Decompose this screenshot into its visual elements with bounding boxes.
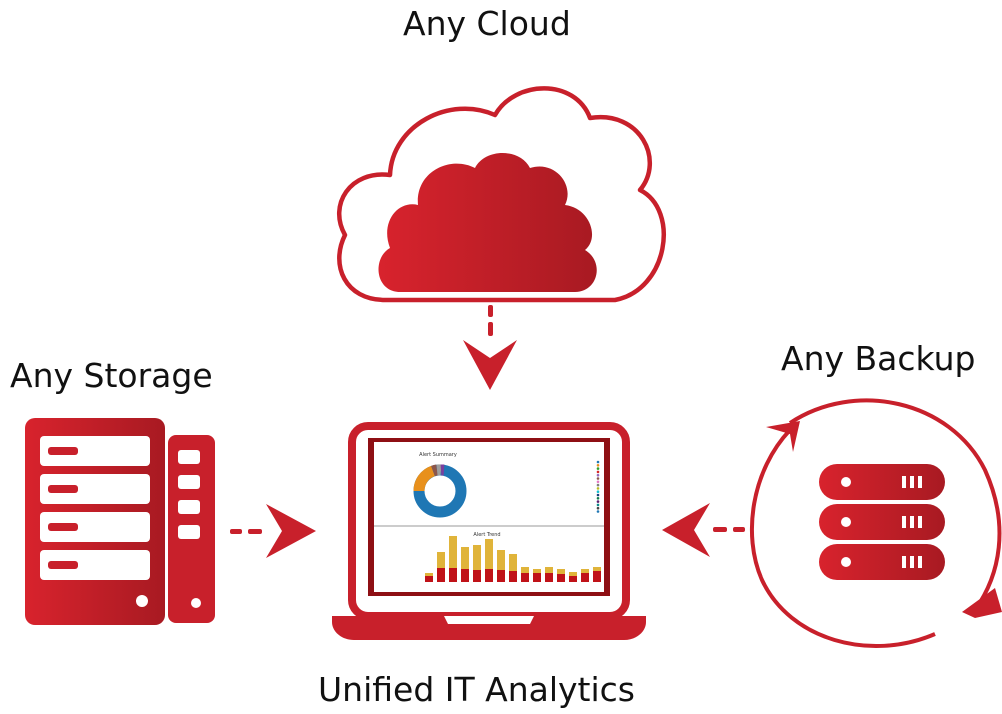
trend-bar-segment — [581, 569, 589, 573]
trend-bar-segment — [473, 570, 481, 582]
cloud-icon — [337, 86, 666, 303]
alert-trend-bars — [425, 536, 601, 582]
alert-summary-title: Alert Summary — [419, 452, 457, 458]
trend-bar-segment — [545, 573, 553, 582]
legend-dot — [596, 506, 600, 510]
trend-bar-segment — [425, 573, 433, 576]
trend-bar-segment — [581, 573, 589, 582]
cloud-arrow — [463, 305, 517, 390]
legend-dot — [596, 460, 600, 464]
legend-dot — [596, 470, 600, 474]
trend-bar-segment — [449, 568, 457, 582]
trend-bar-segment — [557, 569, 565, 574]
any-storage-label: Any Storage — [10, 356, 213, 395]
trend-bar-segment — [461, 547, 469, 569]
trend-bar-segment — [521, 567, 529, 573]
legend-dot — [596, 480, 600, 484]
trend-bar-segment — [593, 571, 601, 582]
trend-bar-segment — [533, 569, 541, 573]
trend-bar-segment — [557, 574, 565, 582]
storage-icon — [25, 418, 215, 625]
legend-dot — [596, 510, 600, 513]
legend-dot — [596, 493, 600, 497]
legend-dot — [596, 490, 600, 494]
trend-bar-segment — [497, 570, 505, 582]
legend-dot — [596, 477, 600, 480]
trend-bar-segment — [569, 572, 577, 576]
trend-bar-segment — [449, 536, 457, 568]
trend-bar-segment — [425, 576, 433, 582]
legend-dot — [596, 487, 600, 490]
legend-dot — [596, 503, 600, 507]
backup-server-icon — [819, 464, 945, 580]
legend-dot — [596, 473, 600, 477]
backup-arrowheads — [766, 421, 1002, 618]
legend-dot — [596, 497, 600, 500]
trend-bar-segment — [437, 552, 445, 568]
trend-bar-segment — [545, 567, 553, 573]
legend-dot — [596, 464, 600, 467]
backup-arrow — [662, 503, 745, 557]
trend-bar-segment — [509, 571, 517, 582]
unified-it-analytics-label: Unified IT Analytics — [318, 670, 635, 709]
trend-bar-segment — [473, 545, 481, 570]
storage-arrow — [230, 504, 316, 558]
trend-bar-segment — [485, 539, 493, 569]
laptop-icon — [332, 422, 646, 640]
trend-bar-segment — [485, 569, 493, 582]
trend-bar-segment — [497, 550, 505, 570]
trend-bar-segment — [437, 568, 445, 582]
legend-dot — [596, 500, 600, 503]
alert-summary-donut — [413, 464, 467, 518]
trend-bar-segment — [593, 567, 601, 571]
trend-bar-segment — [461, 569, 469, 582]
any-backup-label: Any Backup — [781, 339, 976, 378]
trend-bar-segment — [533, 573, 541, 582]
trend-bar-segment — [569, 576, 577, 582]
alert-trend-title: Alert Trend — [473, 532, 500, 538]
trend-bar-segment — [521, 573, 529, 582]
legend-dot — [596, 467, 600, 470]
alert-summary-legend — [596, 460, 600, 513]
any-cloud-label: Any Cloud — [403, 4, 571, 43]
legend-dot — [596, 483, 600, 487]
backup-cycle-icon — [749, 398, 1002, 648]
trend-bar-segment — [509, 554, 517, 571]
